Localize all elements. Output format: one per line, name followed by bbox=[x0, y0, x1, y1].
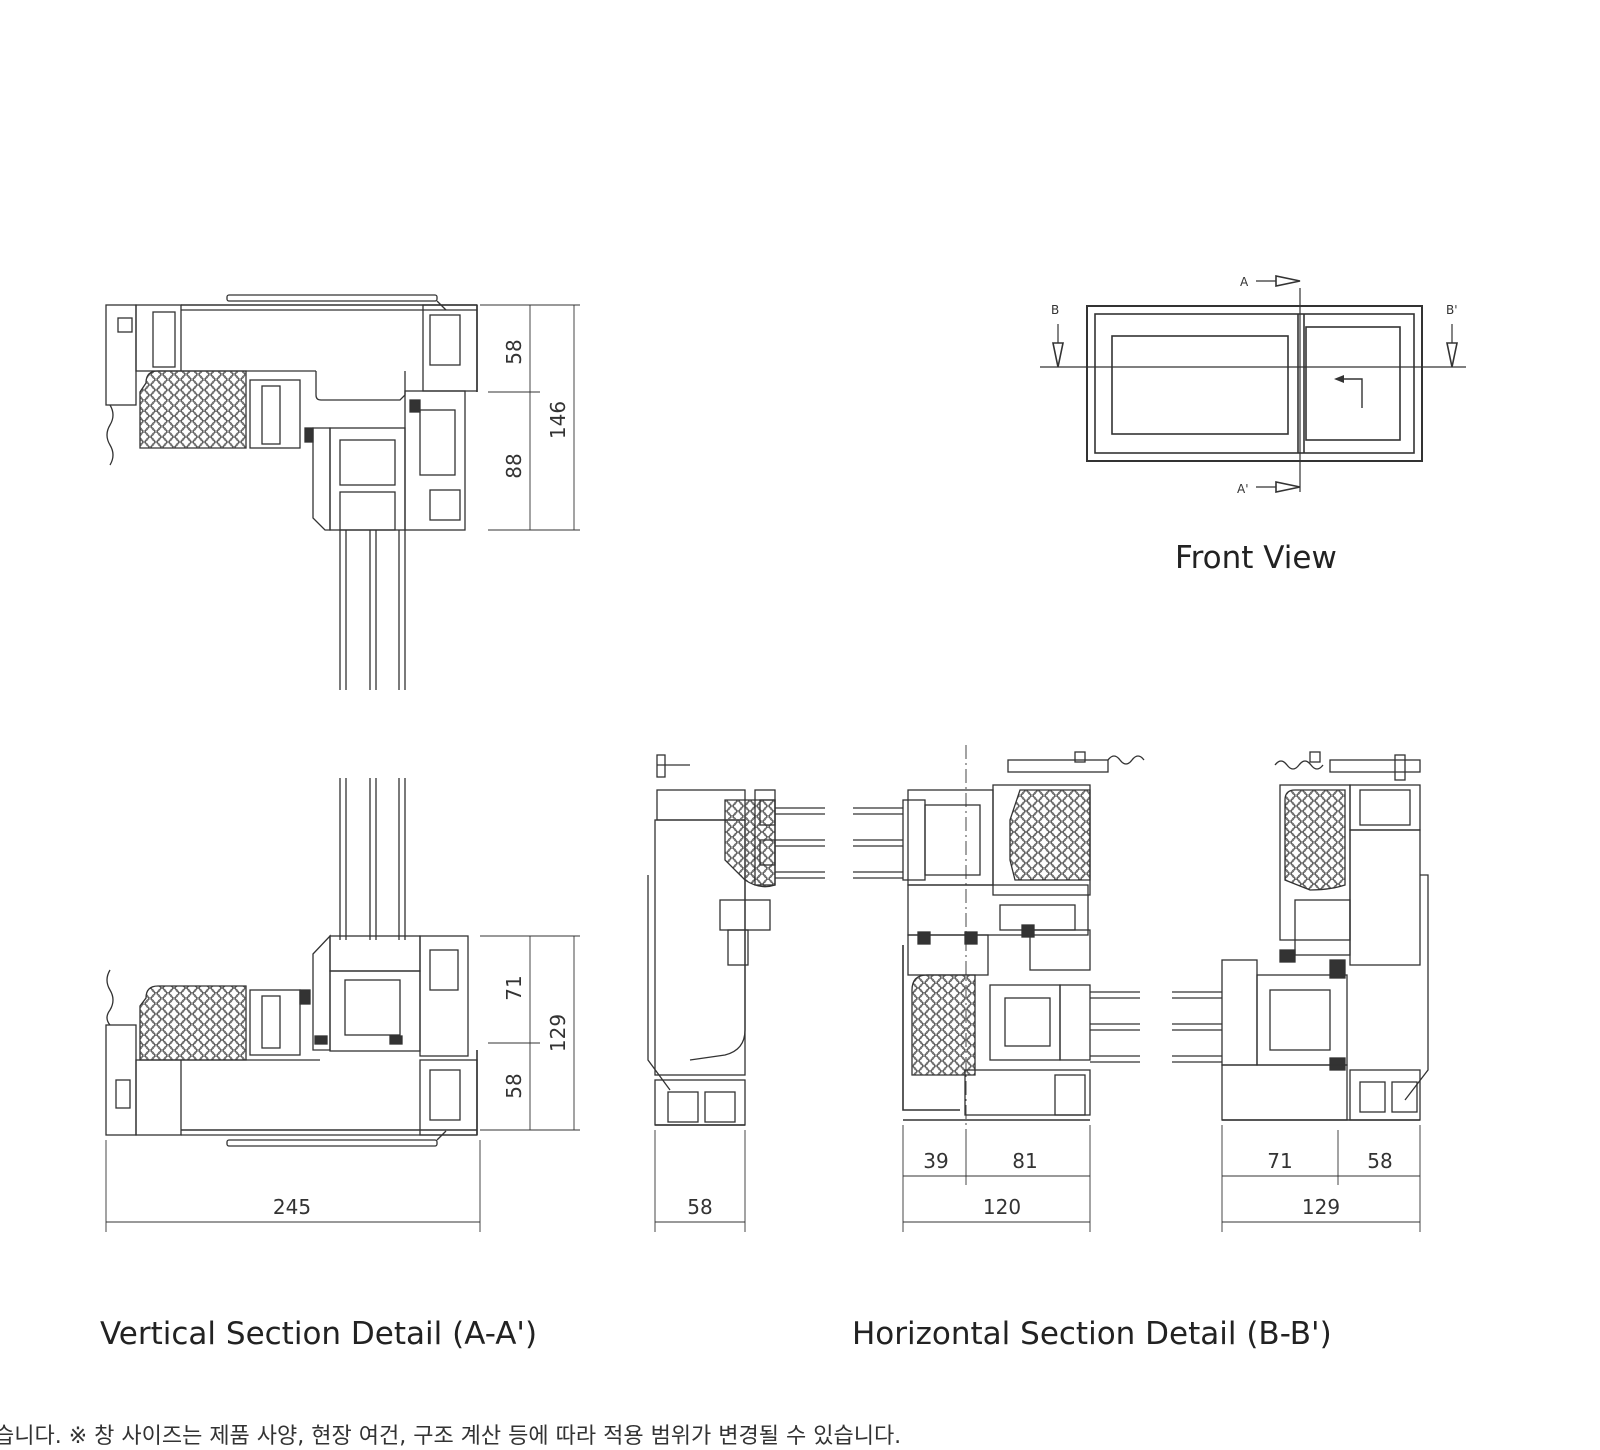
front-view-drawing bbox=[1040, 275, 1466, 493]
dim-left-58: 58 bbox=[687, 1195, 712, 1219]
dim-right-129: 129 bbox=[1302, 1195, 1340, 1219]
vertical-section-top-drawing bbox=[105, 294, 580, 690]
horizontal-section-right-drawing bbox=[1172, 751, 1429, 1232]
footnote: 습니다. ※ 창 사이즈는 제품 사양, 현장 여건, 구조 계산 등에 따라 … bbox=[0, 1424, 902, 1449]
label-b-prime: B' bbox=[1446, 303, 1458, 317]
dim-bottom-58: 58 bbox=[502, 1073, 526, 1098]
dim-mid-81: 81 bbox=[1012, 1149, 1037, 1173]
dim-mid-39: 39 bbox=[923, 1149, 948, 1173]
dim-bottom-71: 71 bbox=[502, 975, 526, 1000]
vertical-section-bottom-drawing bbox=[105, 778, 580, 1232]
horizontal-section-middle-drawing bbox=[853, 745, 1145, 1232]
dim-top-88: 88 bbox=[502, 453, 526, 478]
label-b: B bbox=[1051, 303, 1059, 317]
dim-right-71: 71 bbox=[1267, 1149, 1292, 1173]
horizontal-section-left-drawing bbox=[647, 754, 825, 1232]
dim-top-146: 146 bbox=[546, 401, 570, 439]
dim-bottom-129: 129 bbox=[546, 1014, 570, 1052]
dim-right-58: 58 bbox=[1367, 1149, 1392, 1173]
dim-top-58: 58 bbox=[502, 339, 526, 364]
label-a: A bbox=[1240, 275, 1249, 289]
label-a-prime: A' bbox=[1237, 482, 1249, 496]
dim-mid-120: 120 bbox=[983, 1195, 1021, 1219]
front-view-caption: Front View bbox=[1175, 540, 1337, 576]
dim-width-245: 245 bbox=[273, 1195, 311, 1219]
vertical-section-caption: Vertical Section Detail (A-A') bbox=[100, 1316, 538, 1352]
horizontal-section-caption: Horizontal Section Detail (B-B') bbox=[852, 1316, 1332, 1352]
